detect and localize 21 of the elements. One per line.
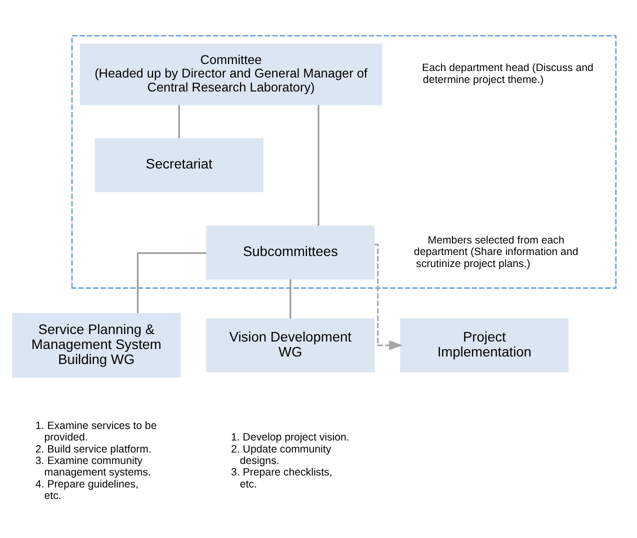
cluster (71, 34, 617, 288)
node-box: Secretariat (94, 138, 264, 192)
connector (290, 278, 292, 318)
node-label: 3. Examine community management systems. (35, 454, 151, 478)
node-label: 3. Prepare checklists, etc. (231, 466, 332, 490)
node-box: Subcommittees (206, 225, 375, 280)
node-label: 2. Update community designs. (231, 442, 332, 467)
node-label: 1. Examine services to be provided. (35, 420, 157, 444)
node-box: Service Planning & Management System Building WG (12, 312, 181, 378)
node-label: 2. Build service platform. (35, 442, 152, 455)
node-label: 1. Develop project vision. (231, 431, 350, 444)
node-box: Project Implementation (400, 318, 569, 372)
node-box: Committee (Headed up by Director and General Manager of Central Research Laboratory) (80, 43, 382, 105)
connector (318, 104, 320, 226)
node-label: Members selected from each department (Share information and scrutinize project plans.) (414, 234, 578, 270)
connector (178, 104, 180, 138)
connector (136, 252, 206, 313)
node-label: Each department head (Discuss and determine project theme.) (422, 62, 594, 86)
node-label: 4. Prepare guidelines, etc. (35, 478, 138, 502)
node-box: Vision Development WG (206, 318, 375, 372)
arrow (374, 243, 403, 350)
